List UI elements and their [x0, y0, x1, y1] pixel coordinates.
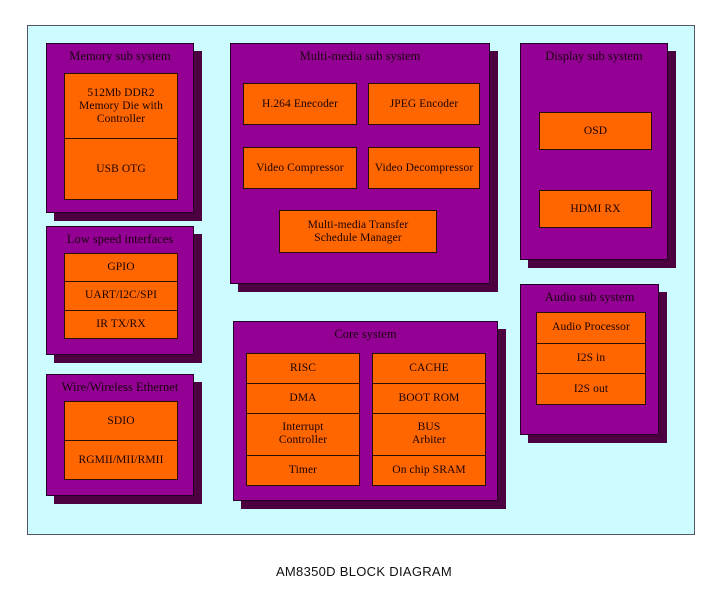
cell-memory-usb-otg[interactable]: USB OTG: [64, 138, 178, 200]
cell-multimedia-transfer-schedule-manager[interactable]: Multi-media Transfer Schedule Manager: [279, 210, 437, 253]
cell-jpeg-encoder[interactable]: JPEG Encoder: [368, 83, 480, 125]
cell-dma[interactable]: DMA: [246, 382, 360, 414]
block-display-title: Display sub system: [545, 49, 643, 63]
block-multimedia-sub-system[interactable]: Multi-media sub system H.264 Enecoder JP…: [230, 43, 490, 284]
cell-osd[interactable]: OSD: [539, 112, 652, 150]
cell-i2s-out[interactable]: I2S out: [536, 373, 646, 406]
cell-boot-rom[interactable]: BOOT ROM: [372, 382, 486, 414]
cell-bus-arbiter[interactable]: BUS Arbiter: [372, 412, 486, 457]
cell-hdmi-rx[interactable]: HDMI RX: [539, 190, 652, 228]
cell-sdio[interactable]: SDIO: [64, 401, 178, 441]
diagram-canvas: Memory sub system 512Mb DDR2 Memory Die …: [27, 25, 695, 535]
cell-rgmii-mii-rmii[interactable]: RGMII/MII/RMII: [64, 440, 178, 480]
low-speed-cell-stack: GPIO UART/I2C/SPI IR TX/RX: [64, 253, 178, 339]
diagram-caption: AM8350D BLOCK DIAGRAM: [275, 564, 453, 579]
cell-memory-ddr2[interactable]: 512Mb DDR2 Memory Die with Controller: [64, 73, 178, 139]
block-audio-title: Audio sub system: [544, 290, 635, 304]
audio-cell-stack: Audio Processor I2S in I2S out: [536, 312, 646, 406]
block-memory-title: Memory sub system: [69, 49, 171, 63]
cell-uart-i2c-spi[interactable]: UART/I2C/SPI: [64, 281, 178, 311]
ethernet-cell-stack: SDIO RGMII/MII/RMII: [64, 401, 178, 480]
core-right-column: CACHE BOOT ROM BUS Arbiter On chip SRAM: [372, 353, 486, 486]
cell-risc[interactable]: RISC: [246, 353, 360, 384]
cell-on-chip-sram[interactable]: On chip SRAM: [372, 455, 486, 486]
cell-h264-encoder[interactable]: H.264 Enecoder: [243, 83, 357, 125]
block-low-speed-interfaces[interactable]: Low speed interfaces GPIO UART/I2C/SPI I…: [46, 226, 194, 355]
cell-i2s-in[interactable]: I2S in: [536, 342, 646, 375]
core-left-column: RISC DMA Interrupt Controller Timer: [246, 353, 360, 486]
memory-cell-stack: 512Mb DDR2 Memory Die with Controller US…: [64, 73, 178, 200]
block-multimedia-title: Multi-media sub system: [299, 49, 421, 63]
block-audio-sub-system[interactable]: Audio sub system Audio Processor I2S in …: [520, 284, 659, 435]
cell-video-decompressor[interactable]: Video Decompressor: [368, 147, 480, 189]
cell-timer[interactable]: Timer: [246, 455, 360, 486]
cell-audio-processor[interactable]: Audio Processor: [536, 312, 646, 344]
block-ethernet-title: Wire/Wireless Ethernet: [61, 380, 179, 394]
block-core-title: Core system: [334, 327, 397, 341]
block-core-system[interactable]: Core system RISC DMA Interrupt Controlle…: [233, 321, 498, 501]
block-memory-sub-system[interactable]: Memory sub system 512Mb DDR2 Memory Die …: [46, 43, 194, 213]
block-low-speed-title: Low speed interfaces: [66, 232, 174, 246]
cell-interrupt-controller[interactable]: Interrupt Controller: [246, 412, 360, 457]
cell-cache[interactable]: CACHE: [372, 353, 486, 384]
block-display-sub-system[interactable]: Display sub system OSD HDMI RX: [520, 43, 668, 260]
cell-ir-tx-rx[interactable]: IR TX/RX: [64, 309, 178, 339]
block-wire-wireless-ethernet[interactable]: Wire/Wireless Ethernet SDIO RGMII/MII/RM…: [46, 374, 194, 496]
cell-video-compressor[interactable]: Video Compressor: [243, 147, 357, 189]
cell-gpio[interactable]: GPIO: [64, 253, 178, 283]
